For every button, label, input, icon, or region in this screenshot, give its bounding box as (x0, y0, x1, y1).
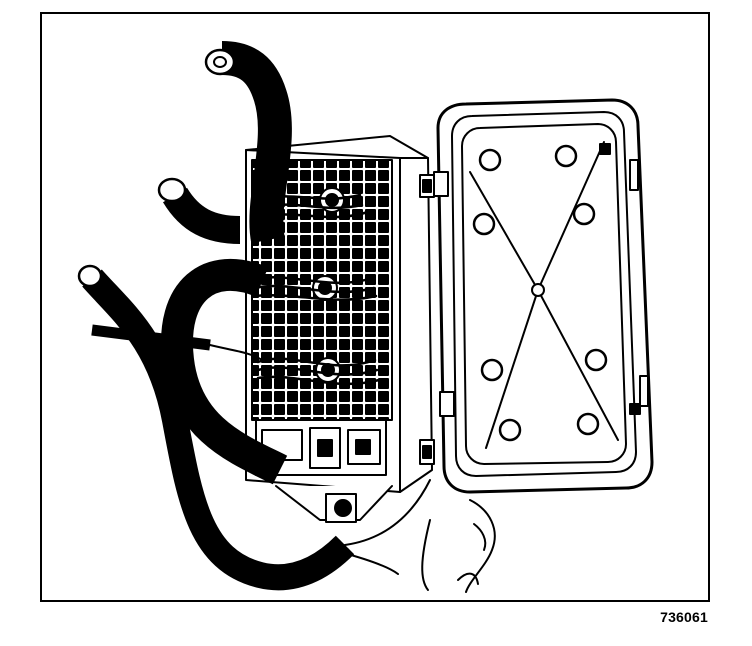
fuse-block (245, 135, 435, 523)
figure-id-label: 736061 (660, 609, 708, 625)
mounting-bracket (421, 499, 496, 593)
wiring-harness (77, 41, 431, 591)
fuse-block-cover (433, 98, 654, 494)
